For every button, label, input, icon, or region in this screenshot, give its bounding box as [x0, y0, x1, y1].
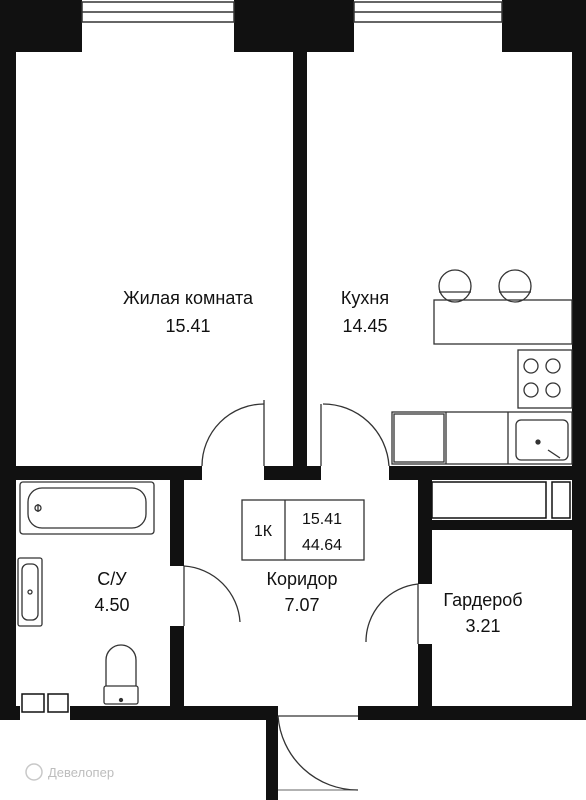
room-area-corridor: 7.07 — [284, 595, 319, 615]
watermark-text: Девелопер — [48, 765, 114, 780]
washbasin-icon — [17, 557, 43, 627]
watermark: Девелопер — [25, 763, 114, 781]
room-name-kitchen: Кухня — [341, 288, 389, 308]
bathtub-icon — [19, 481, 155, 535]
doors — [183, 400, 419, 791]
kitchen-sink-icon — [515, 419, 569, 461]
door-living — [201, 400, 265, 467]
room-area-bathroom: 4.50 — [94, 595, 129, 615]
watermark-logo-icon — [25, 763, 43, 781]
windows — [81, 1, 503, 23]
stool-icon — [438, 269, 472, 303]
room-name-wardrobe: Гардероб — [443, 590, 522, 610]
door-wardrobe — [365, 583, 419, 644]
kitchen-furniture — [391, 269, 573, 465]
bar-counter — [433, 299, 573, 345]
apartment-info-box: 1К 15.41 44.64 — [241, 499, 365, 561]
toilet-icon — [103, 644, 139, 705]
wardrobe-shelf — [431, 481, 571, 519]
room-area-living: 15.41 — [165, 316, 210, 336]
room-area-kitchen: 14.45 — [342, 316, 387, 336]
living-area-value: 15.41 — [302, 511, 342, 528]
room-name-living: Жилая комната — [123, 288, 254, 308]
apartment-type: 1К — [254, 523, 273, 540]
utility-boxes — [21, 693, 69, 713]
door-entrance — [277, 715, 359, 791]
door-bathroom — [183, 565, 241, 626]
door-kitchen — [320, 403, 390, 467]
room-name-corridor: Коридор — [266, 569, 337, 589]
bathroom-fixtures — [17, 481, 155, 705]
room-area-wardrobe: 3.21 — [465, 616, 500, 636]
total-area-value: 44.64 — [302, 537, 342, 554]
stove-icon — [523, 358, 561, 398]
cabinet-icon — [393, 413, 445, 463]
room-name-bathroom: С/У — [97, 569, 127, 589]
stool-icon — [498, 269, 532, 303]
room-labels: Жилая комната 15.41 Кухня 14.45 С/У 4.50… — [94, 288, 522, 636]
